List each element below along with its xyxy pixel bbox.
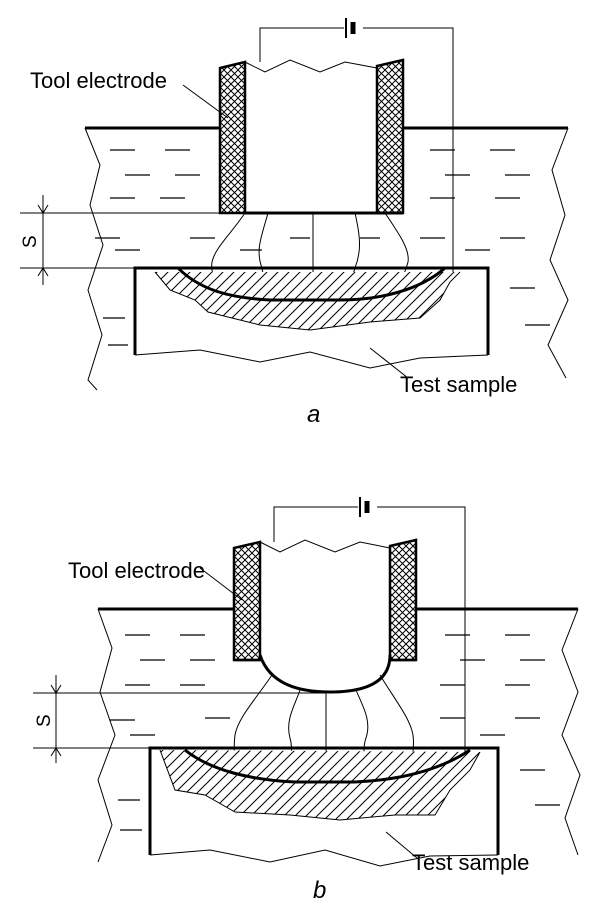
test-sample-b	[148, 746, 500, 855]
diagram-a	[20, 18, 569, 391]
diagram-b	[33, 497, 581, 867]
sample-label-a: Test sample	[400, 372, 517, 397]
caption-b: b	[313, 877, 326, 904]
tool-electrode-a	[244, 59, 378, 73]
tool-leader-a	[182, 84, 229, 119]
insulation-left-b	[232, 540, 262, 662]
crater-b	[160, 750, 480, 820]
caption-a: a	[307, 401, 320, 428]
sample-leader-b	[385, 831, 418, 859]
bath-outline-b	[97, 608, 116, 863]
electrolyte-dashes-b	[110, 634, 560, 831]
crater-profile-b	[184, 748, 471, 784]
insulation-left-a	[218, 60, 247, 215]
tool-label-b: Tool electrode	[68, 558, 205, 583]
insulation-right-b	[388, 538, 418, 662]
insulation-right-a	[375, 58, 405, 215]
circuit-wire-b	[273, 506, 466, 755]
tool-leader-b	[199, 567, 243, 601]
sample-leader-a	[369, 347, 409, 379]
electrolyte-dashes-a	[95, 149, 550, 346]
circuit-wire-a	[259, 27, 454, 275]
gap-label-a: S	[20, 235, 41, 248]
tool-electrode-b	[259, 539, 391, 553]
crater-profile-a	[176, 266, 446, 302]
bath-outline-a	[84, 127, 104, 391]
tool-label-a: Tool electrode	[30, 68, 167, 93]
gap-label-b: S	[34, 714, 55, 727]
test-sample-a	[133, 266, 490, 355]
sample-label-b: Test sample	[412, 850, 529, 875]
